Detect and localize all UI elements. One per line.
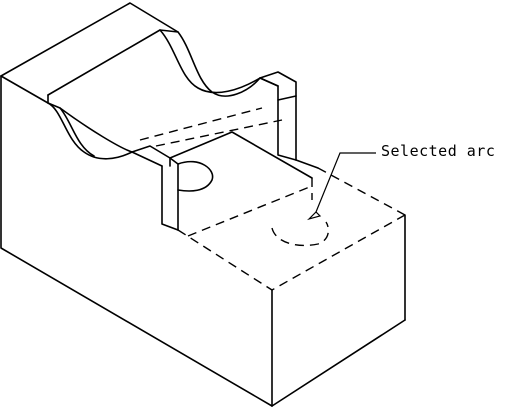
floor-back-edge [169, 131, 313, 179]
leader-line [315, 152, 376, 213]
hidden-left-front [177, 229, 273, 291]
block-outline [0, 2, 406, 407]
step-edge [131, 151, 163, 167]
callout-leader [306, 152, 376, 221]
selected-arc [271, 221, 330, 247]
hidden-floor-2 [139, 107, 263, 141]
visible-hole-arc [177, 160, 214, 192]
left-face-top-edge [0, 75, 49, 104]
bottom-right-edge [271, 319, 406, 407]
right-riser-front [277, 99, 297, 161]
left-riser-front [161, 165, 179, 231]
hidden-floor-3 [187, 185, 313, 237]
hidden-top-right [317, 167, 406, 216]
left-riser-side [169, 157, 179, 231]
left-riser [131, 145, 171, 167]
leader-arrowhead [306, 211, 322, 221]
right-riser-top [259, 71, 297, 97]
floor-right-edge [295, 159, 319, 169]
top-back-edge [0, 2, 179, 77]
hidden-top-front [271, 214, 406, 291]
left-face-edge [0, 75, 273, 407]
saddle-top-front [47, 29, 261, 96]
hidden-lines [139, 107, 406, 291]
callout-label: Selected arc [381, 142, 496, 160]
back-saddle-curve [47, 94, 133, 153]
groove-inner-line [59, 107, 95, 157]
hidden-floor-1 [155, 119, 283, 147]
saddle-top-back [159, 29, 279, 97]
groove-profile [47, 102, 133, 160]
